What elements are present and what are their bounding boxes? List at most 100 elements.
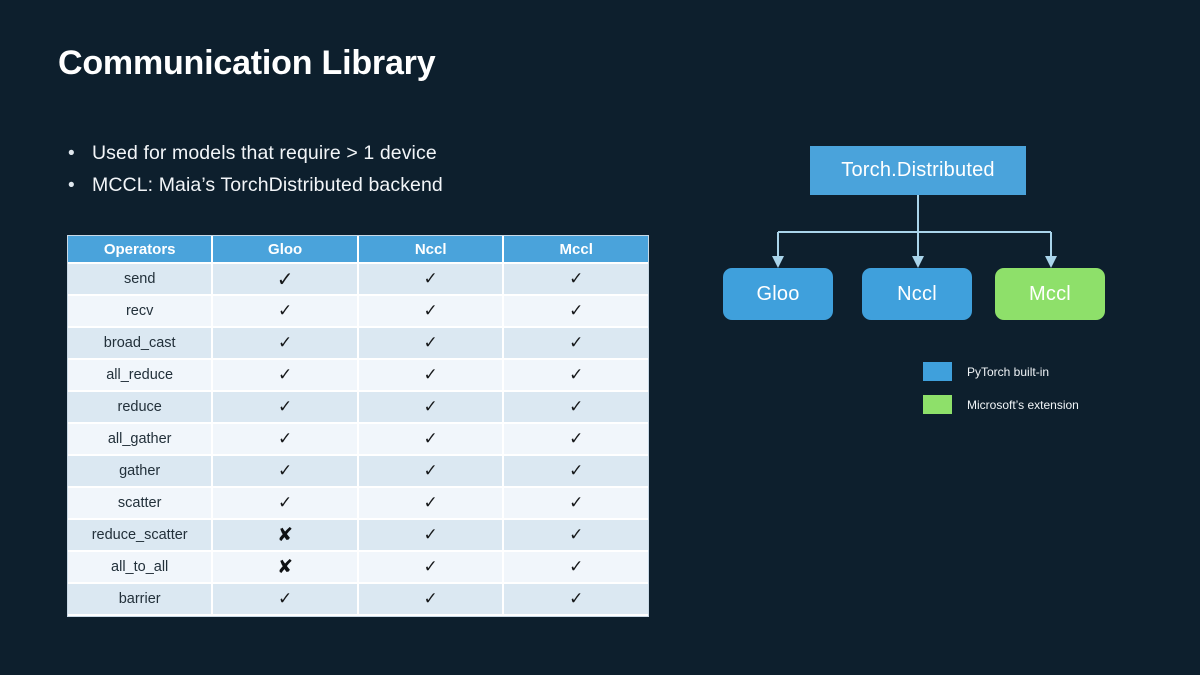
operator-label: reduce (117, 399, 162, 415)
bullet-dot-icon: • (68, 175, 75, 196)
bullet-text: MCCL: Maia’s TorchDistributed backend (92, 174, 443, 196)
support-mark-gloo: ✘ (277, 523, 294, 546)
diagram-node-nccl[interactable]: Nccl (862, 268, 972, 320)
support-mark-gloo: ✘ (277, 555, 294, 578)
support-mark-mccl: ✓ (569, 428, 584, 449)
cell-operator: all_to_all (68, 552, 214, 584)
cell-operator: reduce (68, 392, 214, 424)
support-mark-gloo: ✓ (278, 396, 293, 417)
cell-gloo: ✓ (213, 392, 359, 424)
cell-nccl: ✓ (358, 360, 505, 392)
diagram-node-gloo[interactable]: Gloo (723, 268, 833, 320)
legend-swatch-green-icon (923, 395, 952, 414)
cell-mccl: ✓ (504, 392, 648, 424)
table-row: barrier ✓ ✓ ✓ (68, 584, 648, 616)
operator-label: all_reduce (106, 367, 174, 383)
cell-gloo: ✓ (213, 360, 359, 392)
support-mark-mccl: ✓ (569, 396, 584, 417)
support-mark-gloo: ✓ (278, 332, 293, 353)
cell-nccl: ✓ (358, 264, 505, 296)
legend-swatch-blue-icon (923, 362, 952, 381)
legend-item-microsoft-extension: Microsoft’s extension (923, 395, 1153, 414)
column-header-nccl: Nccl (358, 236, 505, 264)
support-mark-mccl: ✓ (569, 524, 584, 545)
support-mark-nccl: ✓ (423, 300, 438, 321)
cell-mccl: ✓ (504, 456, 648, 488)
cell-nccl: ✓ (358, 392, 505, 424)
support-mark-mccl: ✓ (569, 492, 584, 513)
table-body: send ✓ ✓ ✓ recv ✓ ✓ ✓ broad_cast ✓ ✓ ✓ a… (68, 264, 648, 616)
support-mark-nccl: ✓ (423, 332, 438, 353)
cell-nccl: ✓ (358, 488, 505, 520)
list-item: • MCCL: Maia’s TorchDistributed backend (64, 174, 604, 197)
cell-operator: scatter (68, 488, 214, 520)
support-mark-mccl: ✓ (569, 268, 584, 289)
table-row: reduce_scatter ✘ ✓ ✓ (68, 520, 648, 552)
bullet-list: • Used for models that require > 1 devic… (64, 142, 604, 206)
cell-nccl: ✓ (358, 296, 505, 328)
bullet-dot-icon: • (68, 143, 75, 164)
cell-mccl: ✓ (504, 264, 648, 296)
diagram-node-label: Gloo (756, 282, 800, 305)
support-mark-gloo: ✓ (278, 492, 293, 513)
operator-label: broad_cast (103, 335, 176, 351)
table-row: scatter ✓ ✓ ✓ (68, 488, 648, 520)
table-row: recv ✓ ✓ ✓ (68, 296, 648, 328)
cell-gloo: ✓ (213, 328, 359, 360)
cell-operator: all_gather (68, 424, 214, 456)
table-row: reduce ✓ ✓ ✓ (68, 392, 648, 424)
table-row: gather ✓ ✓ ✓ (68, 456, 648, 488)
support-mark-nccl: ✓ (423, 396, 438, 417)
operator-label: gather (119, 463, 161, 479)
cell-gloo: ✓ (213, 456, 359, 488)
diagram-node-label: Mccl (1029, 282, 1071, 305)
table-row: all_gather ✓ ✓ ✓ (68, 424, 648, 456)
cell-gloo: ✘ (213, 552, 359, 584)
cell-operator: recv (68, 296, 214, 328)
table-row: broad_cast ✓ ✓ ✓ (68, 328, 648, 360)
operator-label: barrier (118, 591, 161, 607)
backend-hierarchy-diagram: Torch.Distributed Gloo Nccl Mccl (700, 130, 1140, 340)
operator-label: scatter (117, 495, 162, 511)
cell-gloo: ✓ (213, 584, 359, 616)
cell-operator: reduce_scatter (68, 520, 214, 552)
cell-mccl: ✓ (504, 424, 648, 456)
cell-mccl: ✓ (504, 360, 648, 392)
cell-mccl: ✓ (504, 328, 648, 360)
legend-item-pytorch-builtin: PyTorch built-in (923, 362, 1153, 381)
support-mark-nccl: ✓ (423, 588, 438, 609)
diagram-node-torch-distributed[interactable]: Torch.Distributed (810, 146, 1026, 195)
support-mark-nccl: ✓ (423, 428, 438, 449)
bullet-text: Used for models that require > 1 device (92, 142, 437, 164)
cell-operator: send (68, 264, 214, 296)
column-header-mccl: Mccl (504, 236, 648, 264)
cell-gloo: ✘ (213, 520, 359, 552)
cell-gloo: ✓ (213, 264, 359, 296)
cell-nccl: ✓ (358, 520, 505, 552)
cell-gloo: ✓ (213, 424, 359, 456)
support-mark-nccl: ✓ (423, 460, 438, 481)
diagram-node-mccl[interactable]: Mccl (995, 268, 1105, 320)
operator-label: all_to_all (111, 559, 169, 575)
support-mark-mccl: ✓ (569, 556, 584, 577)
support-mark-gloo: ✓ (278, 364, 293, 385)
cell-operator: barrier (68, 584, 214, 616)
operator-label: all_gather (107, 431, 172, 447)
support-mark-mccl: ✓ (569, 364, 584, 385)
cell-nccl: ✓ (358, 552, 505, 584)
operator-label: recv (125, 303, 154, 319)
column-header-operators: Operators (68, 236, 214, 264)
cell-nccl: ✓ (358, 424, 505, 456)
cell-operator: all_reduce (68, 360, 214, 392)
table-header: Operators Gloo Nccl Mccl (68, 236, 648, 264)
support-mark-mccl: ✓ (569, 300, 584, 321)
support-mark-gloo: ✓ (278, 588, 293, 609)
support-mark-gloo: ✓ (278, 428, 293, 449)
diagram-node-label: Nccl (897, 282, 937, 305)
operator-label: send (123, 271, 156, 287)
support-mark-nccl: ✓ (423, 492, 438, 513)
cell-mccl: ✓ (504, 584, 648, 616)
cell-nccl: ✓ (358, 328, 505, 360)
cell-nccl: ✓ (358, 456, 505, 488)
